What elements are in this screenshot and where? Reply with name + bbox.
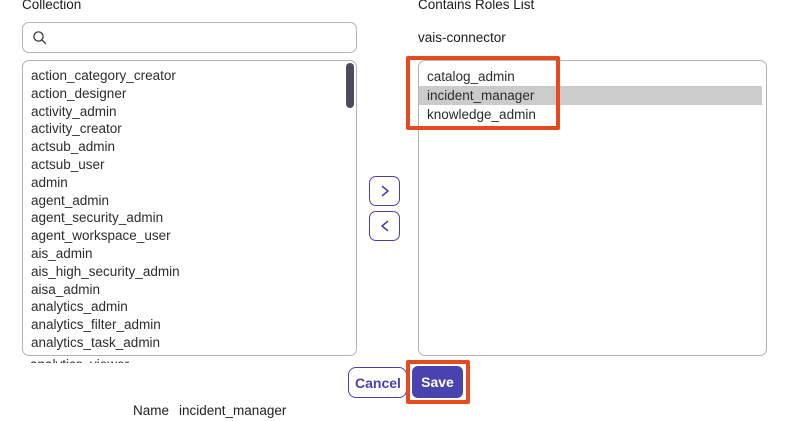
collection-list-item[interactable]: activity_admin [31, 103, 117, 119]
name-value: incident_manager [179, 403, 287, 418]
search-icon [32, 30, 48, 46]
roles-list-item[interactable]: catalog_admin [427, 69, 515, 84]
collection-list-item[interactable]: action_designer [31, 85, 127, 101]
collection-search[interactable] [22, 22, 357, 53]
collection-list-item[interactable]: agent_security_admin [31, 210, 164, 226]
collection-list-item[interactable]: analytics_task_admin [31, 334, 161, 350]
collection-list-item[interactable]: ais_admin [31, 245, 93, 261]
collection-list-item[interactable]: admin [31, 174, 68, 190]
collection-label: Collection [22, 0, 82, 12]
collection-list-item[interactable]: activity_creator [31, 121, 122, 137]
name-label: Name [133, 403, 170, 418]
roles-list-item[interactable]: knowledge_admin [427, 107, 536, 122]
chevron-left-icon [379, 219, 391, 233]
roles-list-item[interactable]: incident_manager [419, 86, 762, 105]
chevron-right-icon [379, 184, 391, 198]
collection-list-item[interactable]: ais_high_security_admin [31, 263, 180, 279]
collection-list-item[interactable]: actsub_user [31, 156, 105, 172]
collection-list-item[interactable]: aisa_admin [31, 281, 101, 297]
collection-list-item[interactable]: agent_workspace_user [31, 228, 171, 244]
collection-list-item-clipped: analytics_viewer [30, 357, 129, 363]
cancel-button[interactable]: Cancel [348, 367, 407, 398]
collection-list-item[interactable]: agent_admin [31, 192, 110, 208]
name-row: Name incident_manager [133, 403, 286, 418]
collection-list-item[interactable]: analytics_admin [31, 299, 128, 315]
save-button[interactable]: Save [412, 366, 463, 398]
move-right-button[interactable] [369, 176, 400, 206]
contains-roles-list[interactable]: catalog_admin incident_manager knowledge_a… [418, 60, 767, 356]
contains-roles-list-label: Contains Roles List [418, 0, 535, 12]
collection-list-item[interactable]: analytics_filter_admin [31, 317, 161, 333]
search-input[interactable] [54, 29, 356, 46]
collection-list-item[interactable]: actsub_admin [31, 139, 116, 155]
move-left-button[interactable] [369, 211, 400, 241]
collection-list-item[interactable]: action_category_creator [31, 68, 176, 83]
role-name-subtitle: vais-connector [418, 30, 506, 45]
scrollbar-thumb[interactable] [346, 63, 354, 108]
